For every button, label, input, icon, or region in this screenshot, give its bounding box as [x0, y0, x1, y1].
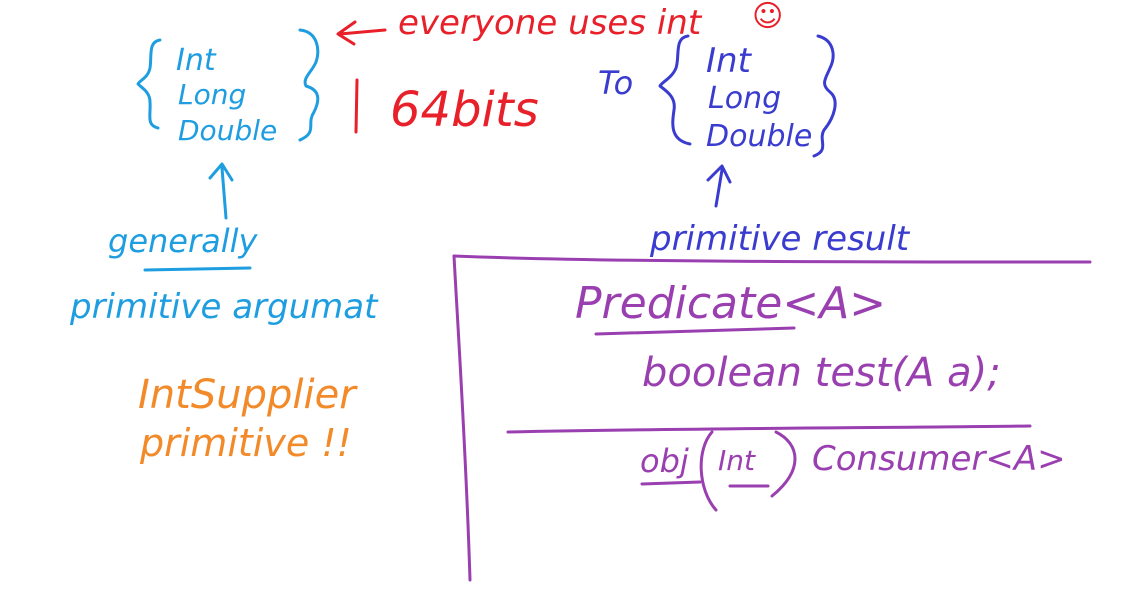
red-arrow-left — [336, 20, 387, 46]
box-divider-line — [506, 424, 1032, 434]
smiley-icon: ☺ — [752, 0, 783, 34]
box-left-line — [452, 254, 472, 582]
supplier-note: IntSupplier primitive !! — [138, 372, 358, 465]
consumer-prefix-underline — [640, 480, 702, 486]
circle-open-paren — [699, 430, 718, 512]
int-supplier-text: IntSupplier — [138, 372, 358, 418]
right-up-arrow — [706, 164, 732, 208]
predicate-title: Predicate<A> — [575, 278, 886, 329]
predicate-method: boolean test(A a); — [642, 350, 1001, 396]
consumer-circled-type: Int — [718, 444, 756, 477]
bits-text: 64bits — [390, 82, 539, 138]
left-type-group: Int Long Double — [136, 28, 320, 147]
left-type-long: Long — [178, 78, 246, 111]
to-label: To — [598, 64, 633, 102]
consumer-prefix: obj — [640, 442, 689, 480]
circle-close-paren — [770, 430, 797, 498]
left-argument-notes: generally primitive argumat — [69, 162, 379, 327]
left-up-arrow — [208, 162, 234, 220]
right-close-brace — [812, 34, 837, 158]
right-type-double: Double — [706, 119, 812, 154]
right-open-brace — [658, 34, 692, 146]
primitive-argument-text: primitive argumat — [69, 287, 379, 327]
left-open-brace — [136, 38, 162, 130]
predicate-underline — [594, 326, 796, 336]
red-tall-brace-line — [354, 78, 359, 134]
right-type-int: Int — [706, 41, 753, 81]
left-close-brace — [298, 28, 320, 142]
generally-underline — [143, 266, 252, 272]
everyone-note: everyone uses int ☺ 64bits — [336, 0, 783, 138]
right-type-long: Long — [708, 81, 781, 116]
right-type-group: To Int Long Double primitive result — [598, 34, 911, 259]
left-type-int: Int — [176, 43, 217, 78]
generally-text: generally — [108, 222, 259, 260]
supplier-primitive-text: primitive !! — [139, 421, 352, 465]
box-top-line — [452, 254, 1092, 264]
interface-box: Predicate<A> boolean test(A a); obj Int … — [452, 254, 1092, 582]
primitive-result-text: primitive result — [649, 219, 911, 259]
everyone-uses-int-text: everyone uses int — [398, 3, 703, 43]
left-type-double: Double — [178, 114, 277, 147]
consumer-name: Consumer<A> — [812, 439, 1066, 479]
